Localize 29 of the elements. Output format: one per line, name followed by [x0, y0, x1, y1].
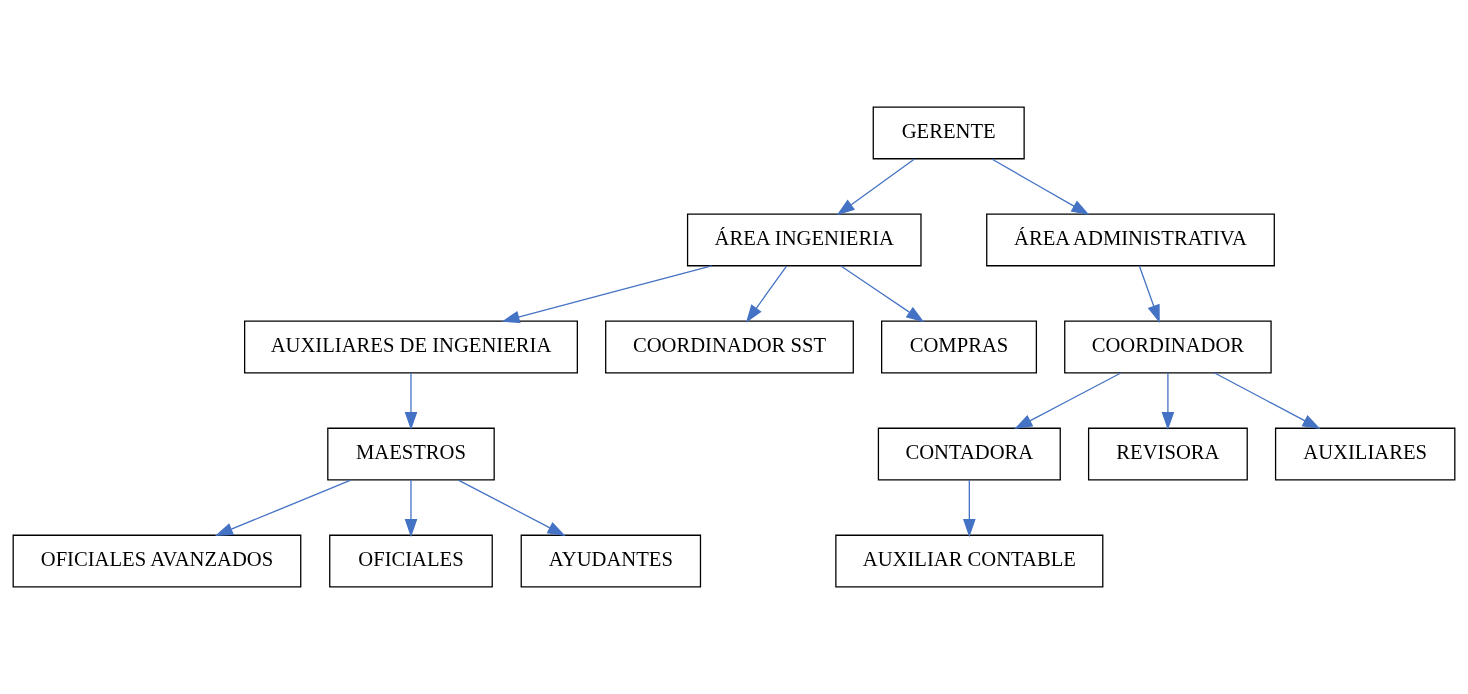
arrow [836, 158, 916, 216]
arrow [214, 479, 352, 536]
arrow [1214, 372, 1321, 430]
arrow [840, 265, 925, 323]
arrow [457, 479, 566, 537]
node-box: COORDINADOR SST [605, 320, 854, 374]
arrow [991, 158, 1090, 216]
arrow [745, 265, 788, 323]
node-box: AUXILIAR CONTABLE [835, 534, 1104, 588]
node-box: ÁREA INGENIERIA [686, 213, 922, 267]
arrow [963, 479, 976, 538]
node-box: REVISORA [1087, 427, 1248, 481]
arrow [404, 479, 418, 538]
node-box: COORDINADOR [1064, 320, 1272, 374]
arrow [1161, 372, 1175, 431]
node-box: GERENTE [872, 106, 1025, 160]
node-box: CONTADORA [877, 427, 1061, 481]
node-box: AUXILIARES DE INGENIERIA [244, 320, 578, 374]
node-box: OFICIALES AVANZADOS [12, 534, 302, 588]
node-box: MAESTROS [327, 427, 495, 481]
node-box: COMPRAS [881, 320, 1038, 374]
arrow [1138, 265, 1160, 323]
arrow [1014, 372, 1122, 430]
arrow [501, 265, 713, 324]
arrow [404, 372, 418, 431]
node-box: AYUDANTES [520, 534, 702, 588]
node-box: ÁREA ADMINISTRATIVA [986, 213, 1275, 267]
node-box: AUXILIARES [1274, 427, 1456, 481]
node-box: OFICIALES [329, 534, 493, 588]
